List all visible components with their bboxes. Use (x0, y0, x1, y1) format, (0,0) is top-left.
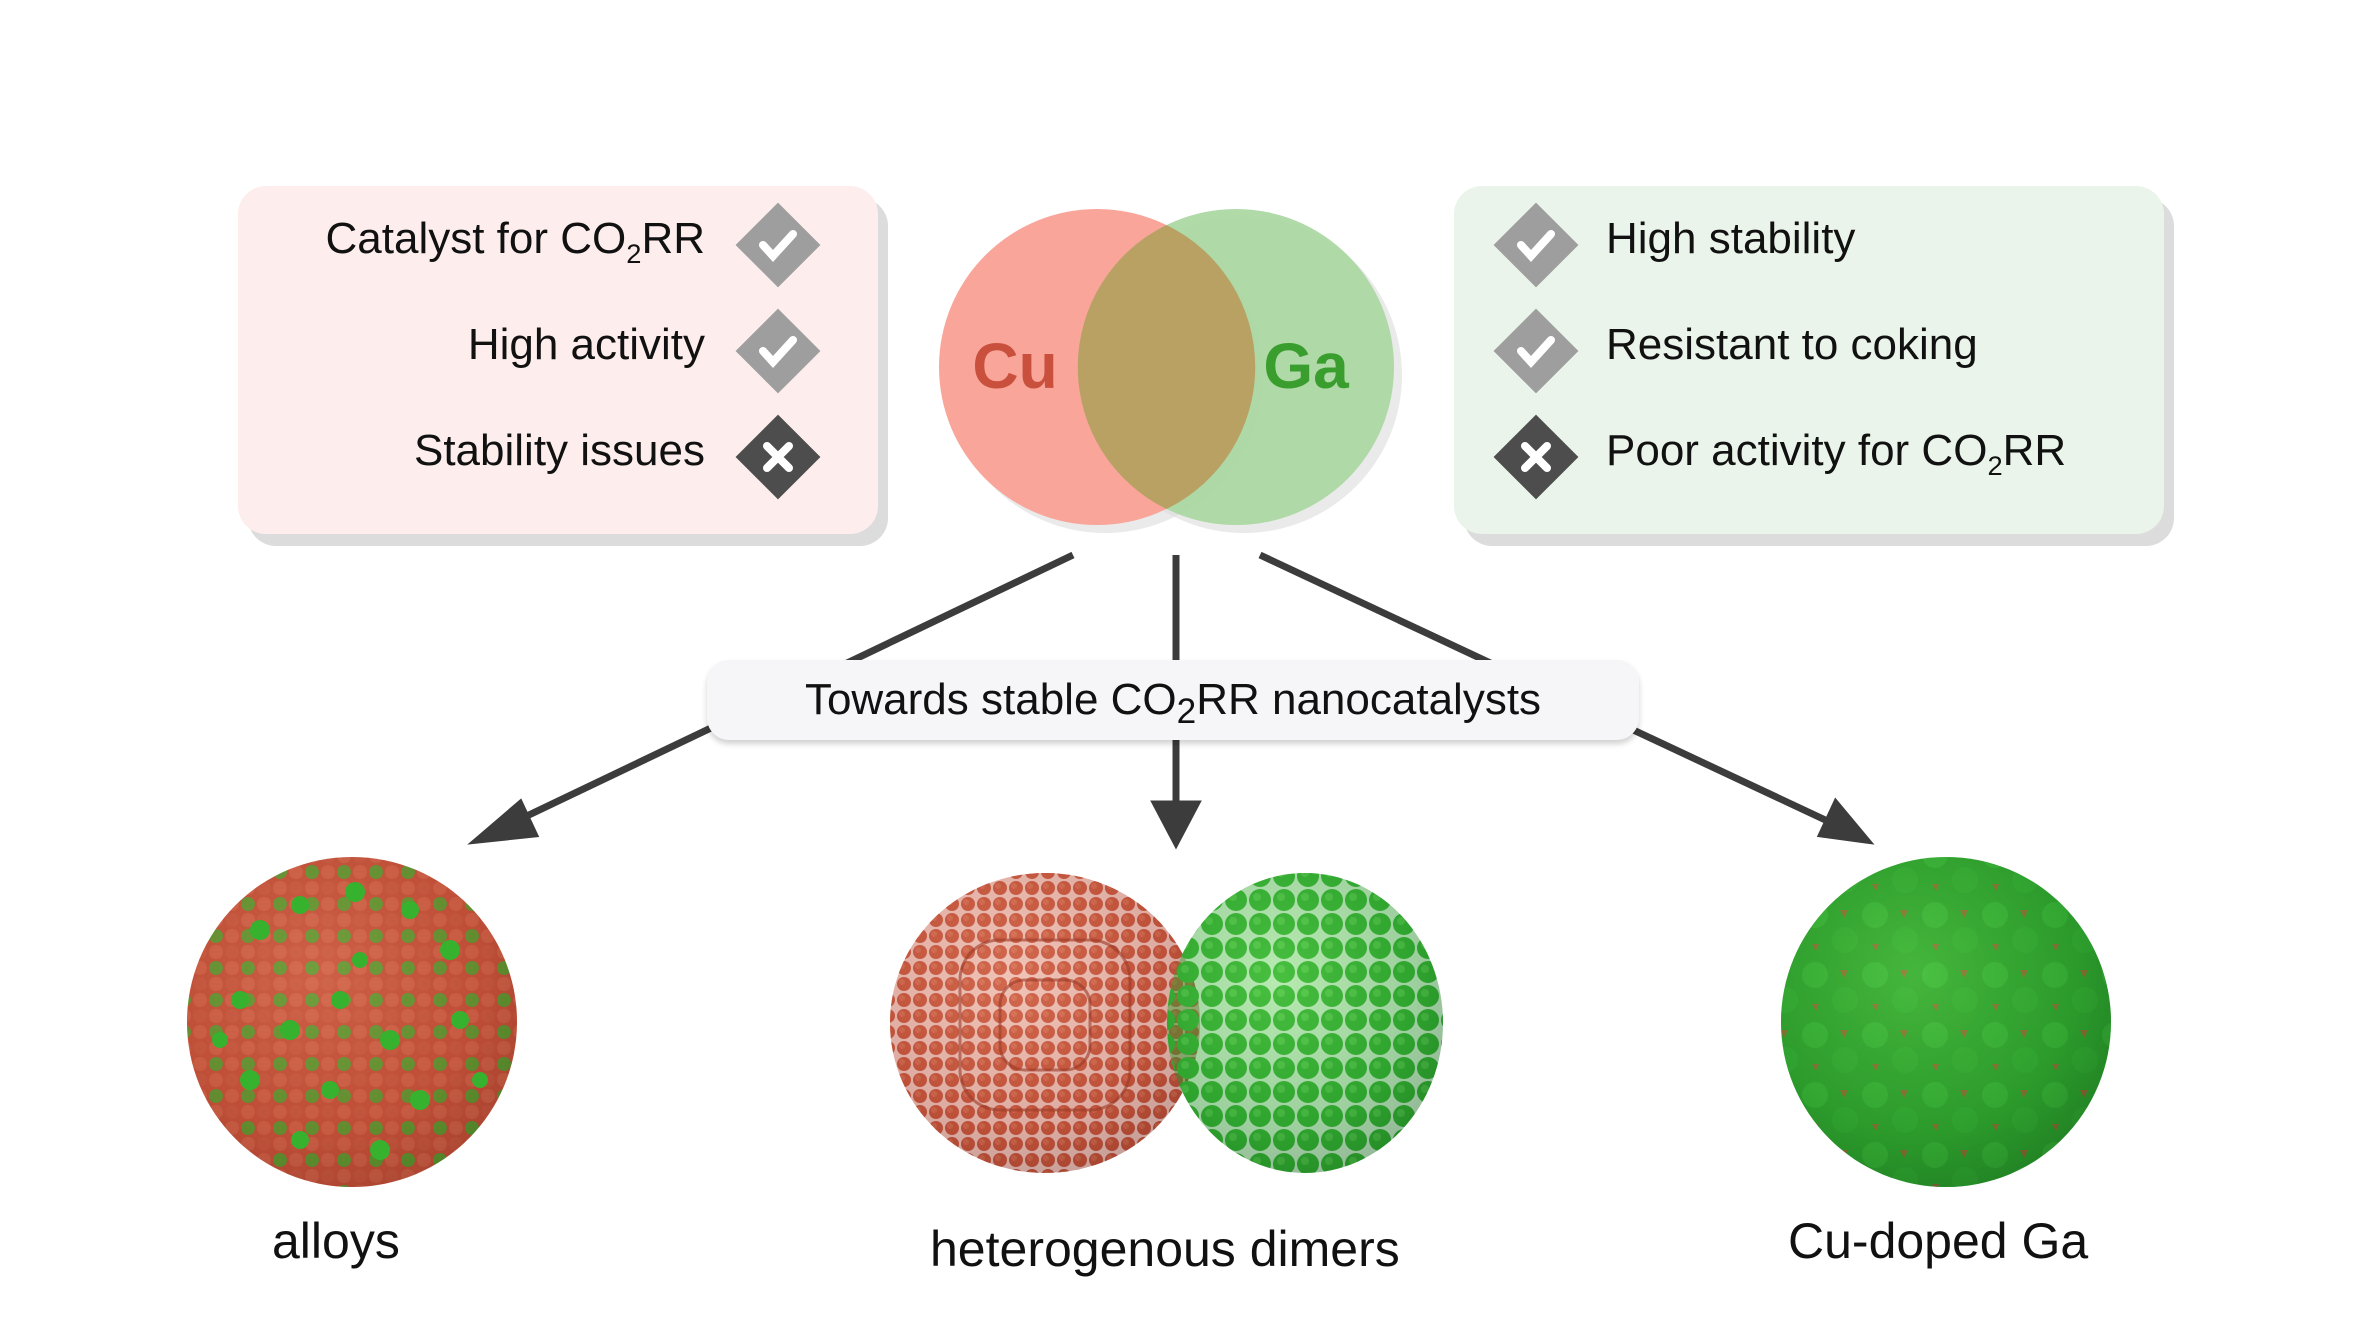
cu-item-2: High activity (468, 320, 705, 370)
cu-cross-icon (735, 414, 821, 500)
cu-doped-ga-nanoparticle (1781, 857, 2111, 1187)
banner-text: Towards stable CO2RR nanocatalysts (804, 675, 1542, 731)
ga-item-2: Resistant to coking (1606, 320, 1978, 370)
alloys-label: alloys (272, 1213, 400, 1269)
ga-check-icon-2 (1493, 308, 1579, 394)
cu-item-2-text: High activity (467, 320, 705, 369)
heterogenous-dimer-nanoparticle (890, 873, 1443, 1173)
cu-item-1: Catalyst for CO2RR (325, 214, 705, 269)
ga-item-1: High stability (1606, 214, 1855, 264)
venn-overlap (1077, 225, 1256, 509)
ga-check-icon-1 (1493, 202, 1579, 288)
cu-item-1-text: Catalyst for CO2RR (325, 214, 705, 269)
cu-item-3-text: Stability issues (413, 426, 705, 475)
ga-item-3: Poor activity for CO2RR (1606, 426, 2067, 481)
cu-doped-ga-label: Cu-doped Ga (1788, 1213, 2089, 1269)
cu-ga-venn-diagram: Cu Ga (939, 209, 1402, 533)
cu-item-3: Stability issues (414, 426, 705, 476)
venn-cu-label: Cu (972, 330, 1057, 402)
alloy-nanoparticle (187, 857, 517, 1187)
ga-item-1-text: High stability (1606, 214, 1856, 263)
cu-check-icon-2 (735, 308, 821, 394)
venn-ga-label: Ga (1263, 330, 1349, 402)
cu-check-icon-1 (735, 202, 821, 288)
ga-cross-icon (1493, 414, 1579, 500)
ga-item-2-text: Resistant to coking (1606, 320, 1978, 369)
ga-item-3-text: Poor activity for CO2RR (1606, 426, 2067, 481)
dimers-label: heterogenous dimers (930, 1221, 1400, 1277)
towards-stable-banner: Towards stable CO2RR nanocatalysts (707, 660, 1639, 740)
